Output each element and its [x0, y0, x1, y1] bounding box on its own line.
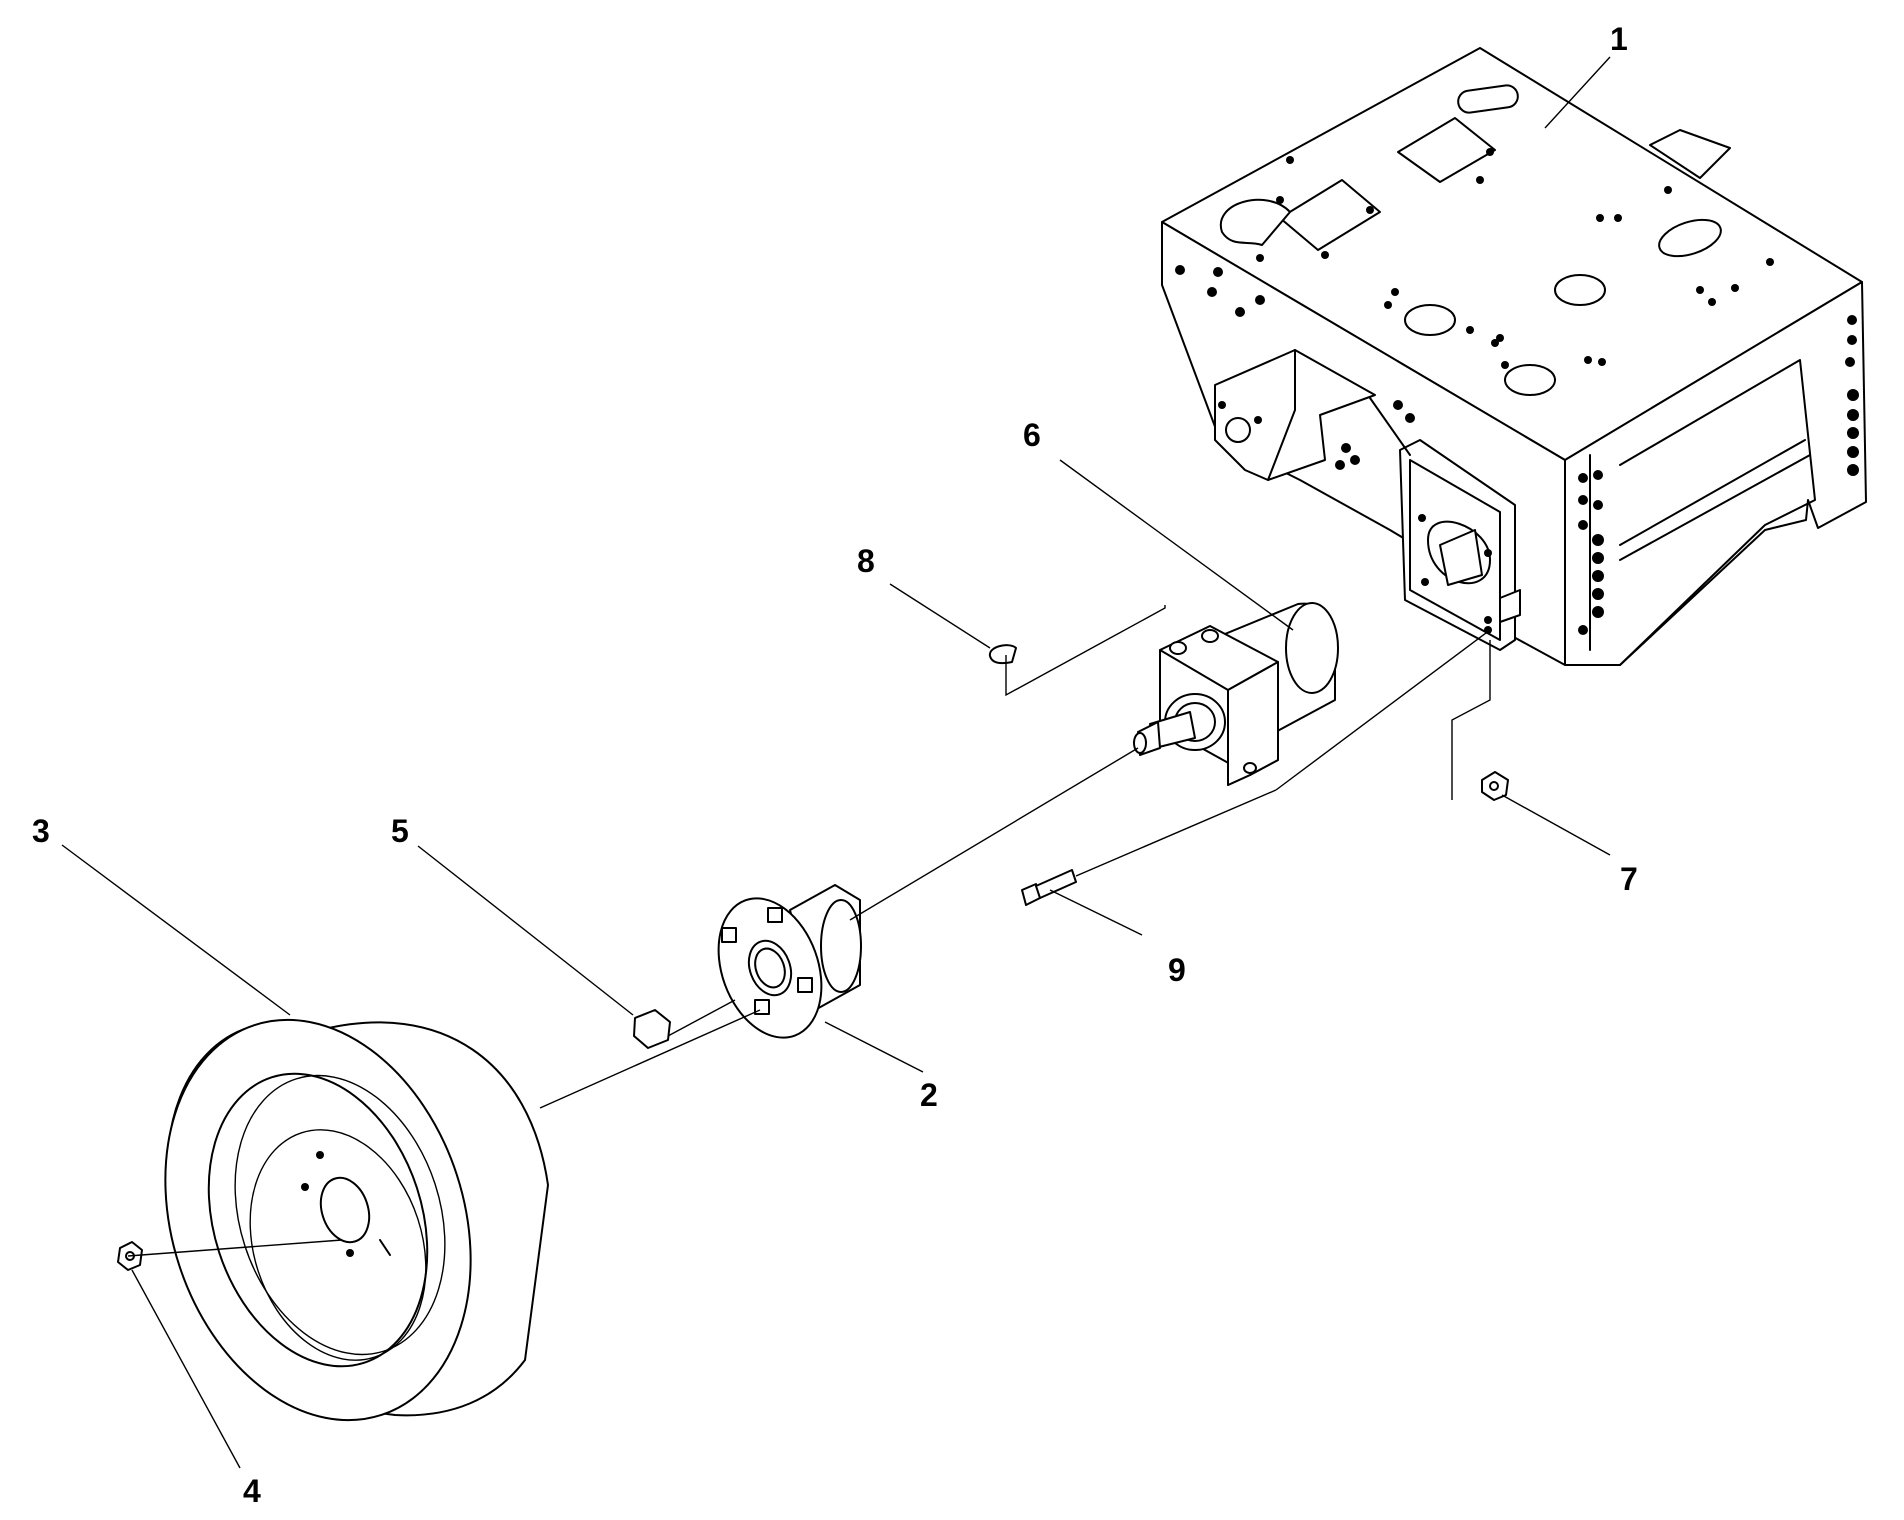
callout-1: 1: [1610, 21, 1628, 57]
frame-part: [1161, 47, 1867, 666]
key-part: [988, 644, 1017, 665]
callout-5: 5: [391, 813, 409, 849]
leader-lines: [61, 56, 1611, 1469]
callout-4: 4: [243, 1473, 261, 1509]
hub-part: [717, 884, 862, 1039]
wheel-part: [164, 1018, 549, 1422]
callout-9: 9: [1168, 952, 1186, 988]
callout-3: 3: [32, 813, 50, 849]
callout-7: 7: [1620, 861, 1638, 897]
hub-nut-part: [633, 1009, 671, 1049]
callout-8: 8: [857, 543, 875, 579]
callout-2: 2: [920, 1077, 938, 1113]
hex-nut-part: [1481, 771, 1509, 801]
bolt-part: [1021, 869, 1077, 906]
assembly-lines: [127, 605, 1491, 1257]
motor-part: [1133, 602, 1339, 786]
callout-6: 6: [1023, 417, 1041, 453]
